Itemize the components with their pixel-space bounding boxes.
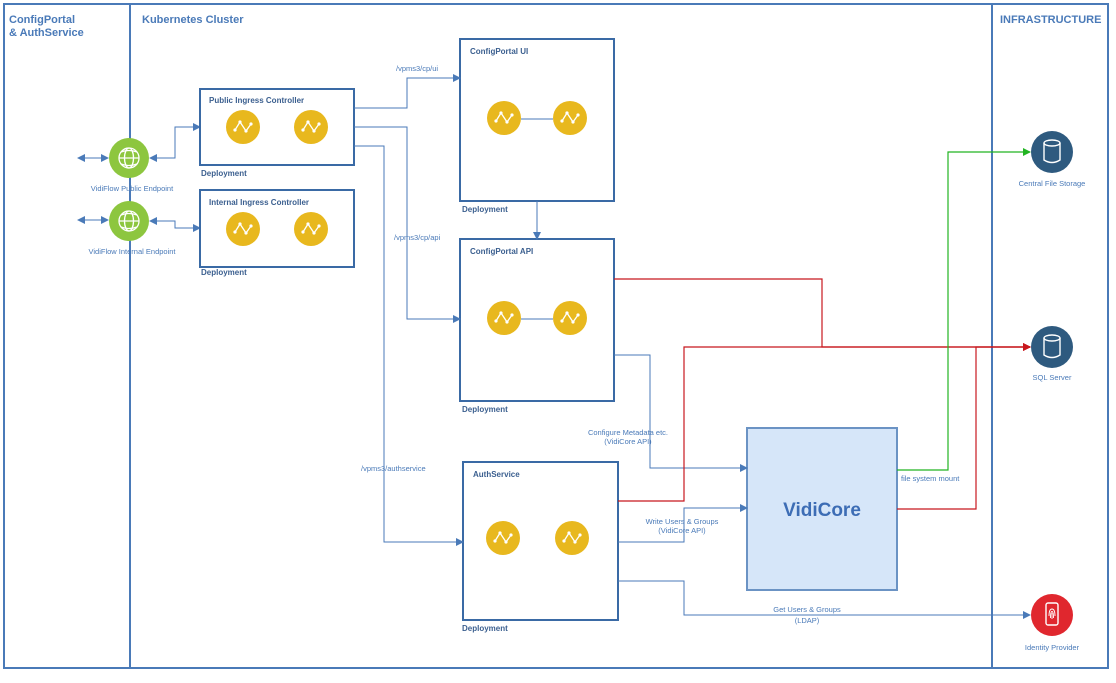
zone-config-portal: [3, 3, 131, 669]
route-auth-label: /vpms3/authservice: [361, 464, 426, 473]
pod-icon: [553, 101, 587, 135]
write-label-1: Write Users & Groups: [646, 517, 719, 526]
public-ingress-box: [199, 88, 355, 166]
route-cp-ui-arrow: [354, 74, 461, 109]
pod-icon: [555, 521, 589, 555]
public-endpoint-node: VidiFlow Public Endpoint: [91, 138, 174, 193]
route-cp-ui-label: /vpms3/cp/ui: [396, 64, 438, 73]
public-endpoint-label: VidiFlow Public Endpoint: [91, 184, 174, 193]
pod-icon: [487, 101, 521, 135]
vidicore-label: VidiCore: [783, 500, 861, 521]
configure-label-1: Configure Metadata etc.: [588, 428, 668, 437]
cp-api-to-sql-arrow: [614, 278, 1031, 351]
sql-server-node: SQL Server: [1031, 326, 1073, 382]
get-label-2: (LDAP): [795, 616, 820, 625]
public-ingress-title: Public Ingress Controller: [209, 96, 304, 105]
database-icon: [1031, 131, 1073, 173]
cp-ui-title: ConfigPortal UI: [470, 47, 528, 56]
auth-to-sql-arrow: [618, 343, 1031, 502]
route-cp-api-label: /vpms3/cp/api: [394, 233, 441, 242]
pods-layer: [226, 101, 589, 555]
public-endpoint-to-ingress-arrow: [149, 123, 201, 162]
internal-endpoint-to-ingress-arrow: [149, 217, 201, 232]
pod-icon: [226, 212, 260, 246]
sql-server-label: SQL Server: [1033, 373, 1072, 382]
pod-icon: [226, 110, 260, 144]
cp-ui-box: [459, 38, 615, 202]
auth-to-vidicore-arrow: [618, 504, 748, 543]
pod-icon: [486, 521, 520, 555]
zone-title-config-portal-line1: ConfigPortal: [9, 14, 75, 26]
get-label-1: Get Users & Groups: [773, 605, 841, 614]
identity-provider-node: Identity Provider: [1025, 594, 1080, 652]
auth-title: AuthService: [473, 470, 520, 479]
internal-endpoint-node: VidiFlow Internal Endpoint: [89, 201, 177, 256]
central-storage-node: Central File Storage: [1019, 131, 1086, 188]
vidicore-to-sql-arrow: [897, 343, 1031, 510]
auth-deployment: Deployment: [462, 624, 508, 633]
pod-icon: [487, 301, 521, 335]
public-ingress-deployment: Deployment: [201, 169, 247, 178]
identity-provider-label: Identity Provider: [1025, 643, 1080, 652]
cp-ui-deployment: Deployment: [462, 205, 508, 214]
fs-mount-label: file system mount: [901, 474, 960, 483]
cp-api-title: ConfigPortal API: [470, 247, 533, 256]
internal-ingress-title: Internal Ingress Controller: [209, 198, 309, 207]
auth-box: [462, 461, 619, 621]
vidicore-to-storage-arrow: [897, 148, 1031, 471]
zone-title-kubernetes: Kubernetes Cluster: [142, 14, 244, 26]
database-icon: [1031, 326, 1073, 368]
zone-infrastructure: [991, 3, 1109, 669]
route-auth-arrow: [354, 145, 464, 546]
zone-title-config-portal-line2: & AuthService: [9, 27, 84, 39]
cp-api-box: [459, 238, 615, 402]
central-storage-label: Central File Storage: [1019, 179, 1086, 188]
vidicore-box: [746, 427, 898, 591]
cp-api-deployment: Deployment: [462, 405, 508, 414]
pod-icon: [294, 110, 328, 144]
pod-icon: [553, 301, 587, 335]
internal-ingress-box: [199, 189, 355, 268]
zone-title-infrastructure: INFRASTRUCTURE: [1000, 14, 1101, 26]
configure-label-2: (VidiCore API): [604, 437, 652, 446]
cp-api-to-vidicore-arrow: [614, 354, 748, 472]
pod-icon: [294, 212, 328, 246]
auth-to-idp-arrow: [618, 580, 1031, 619]
write-label-2: (VidiCore API): [658, 526, 706, 535]
internal-endpoint-label: VidiFlow Internal Endpoint: [89, 247, 177, 256]
internal-ingress-deployment: Deployment: [201, 268, 247, 277]
route-cp-api-arrow: [354, 126, 461, 323]
